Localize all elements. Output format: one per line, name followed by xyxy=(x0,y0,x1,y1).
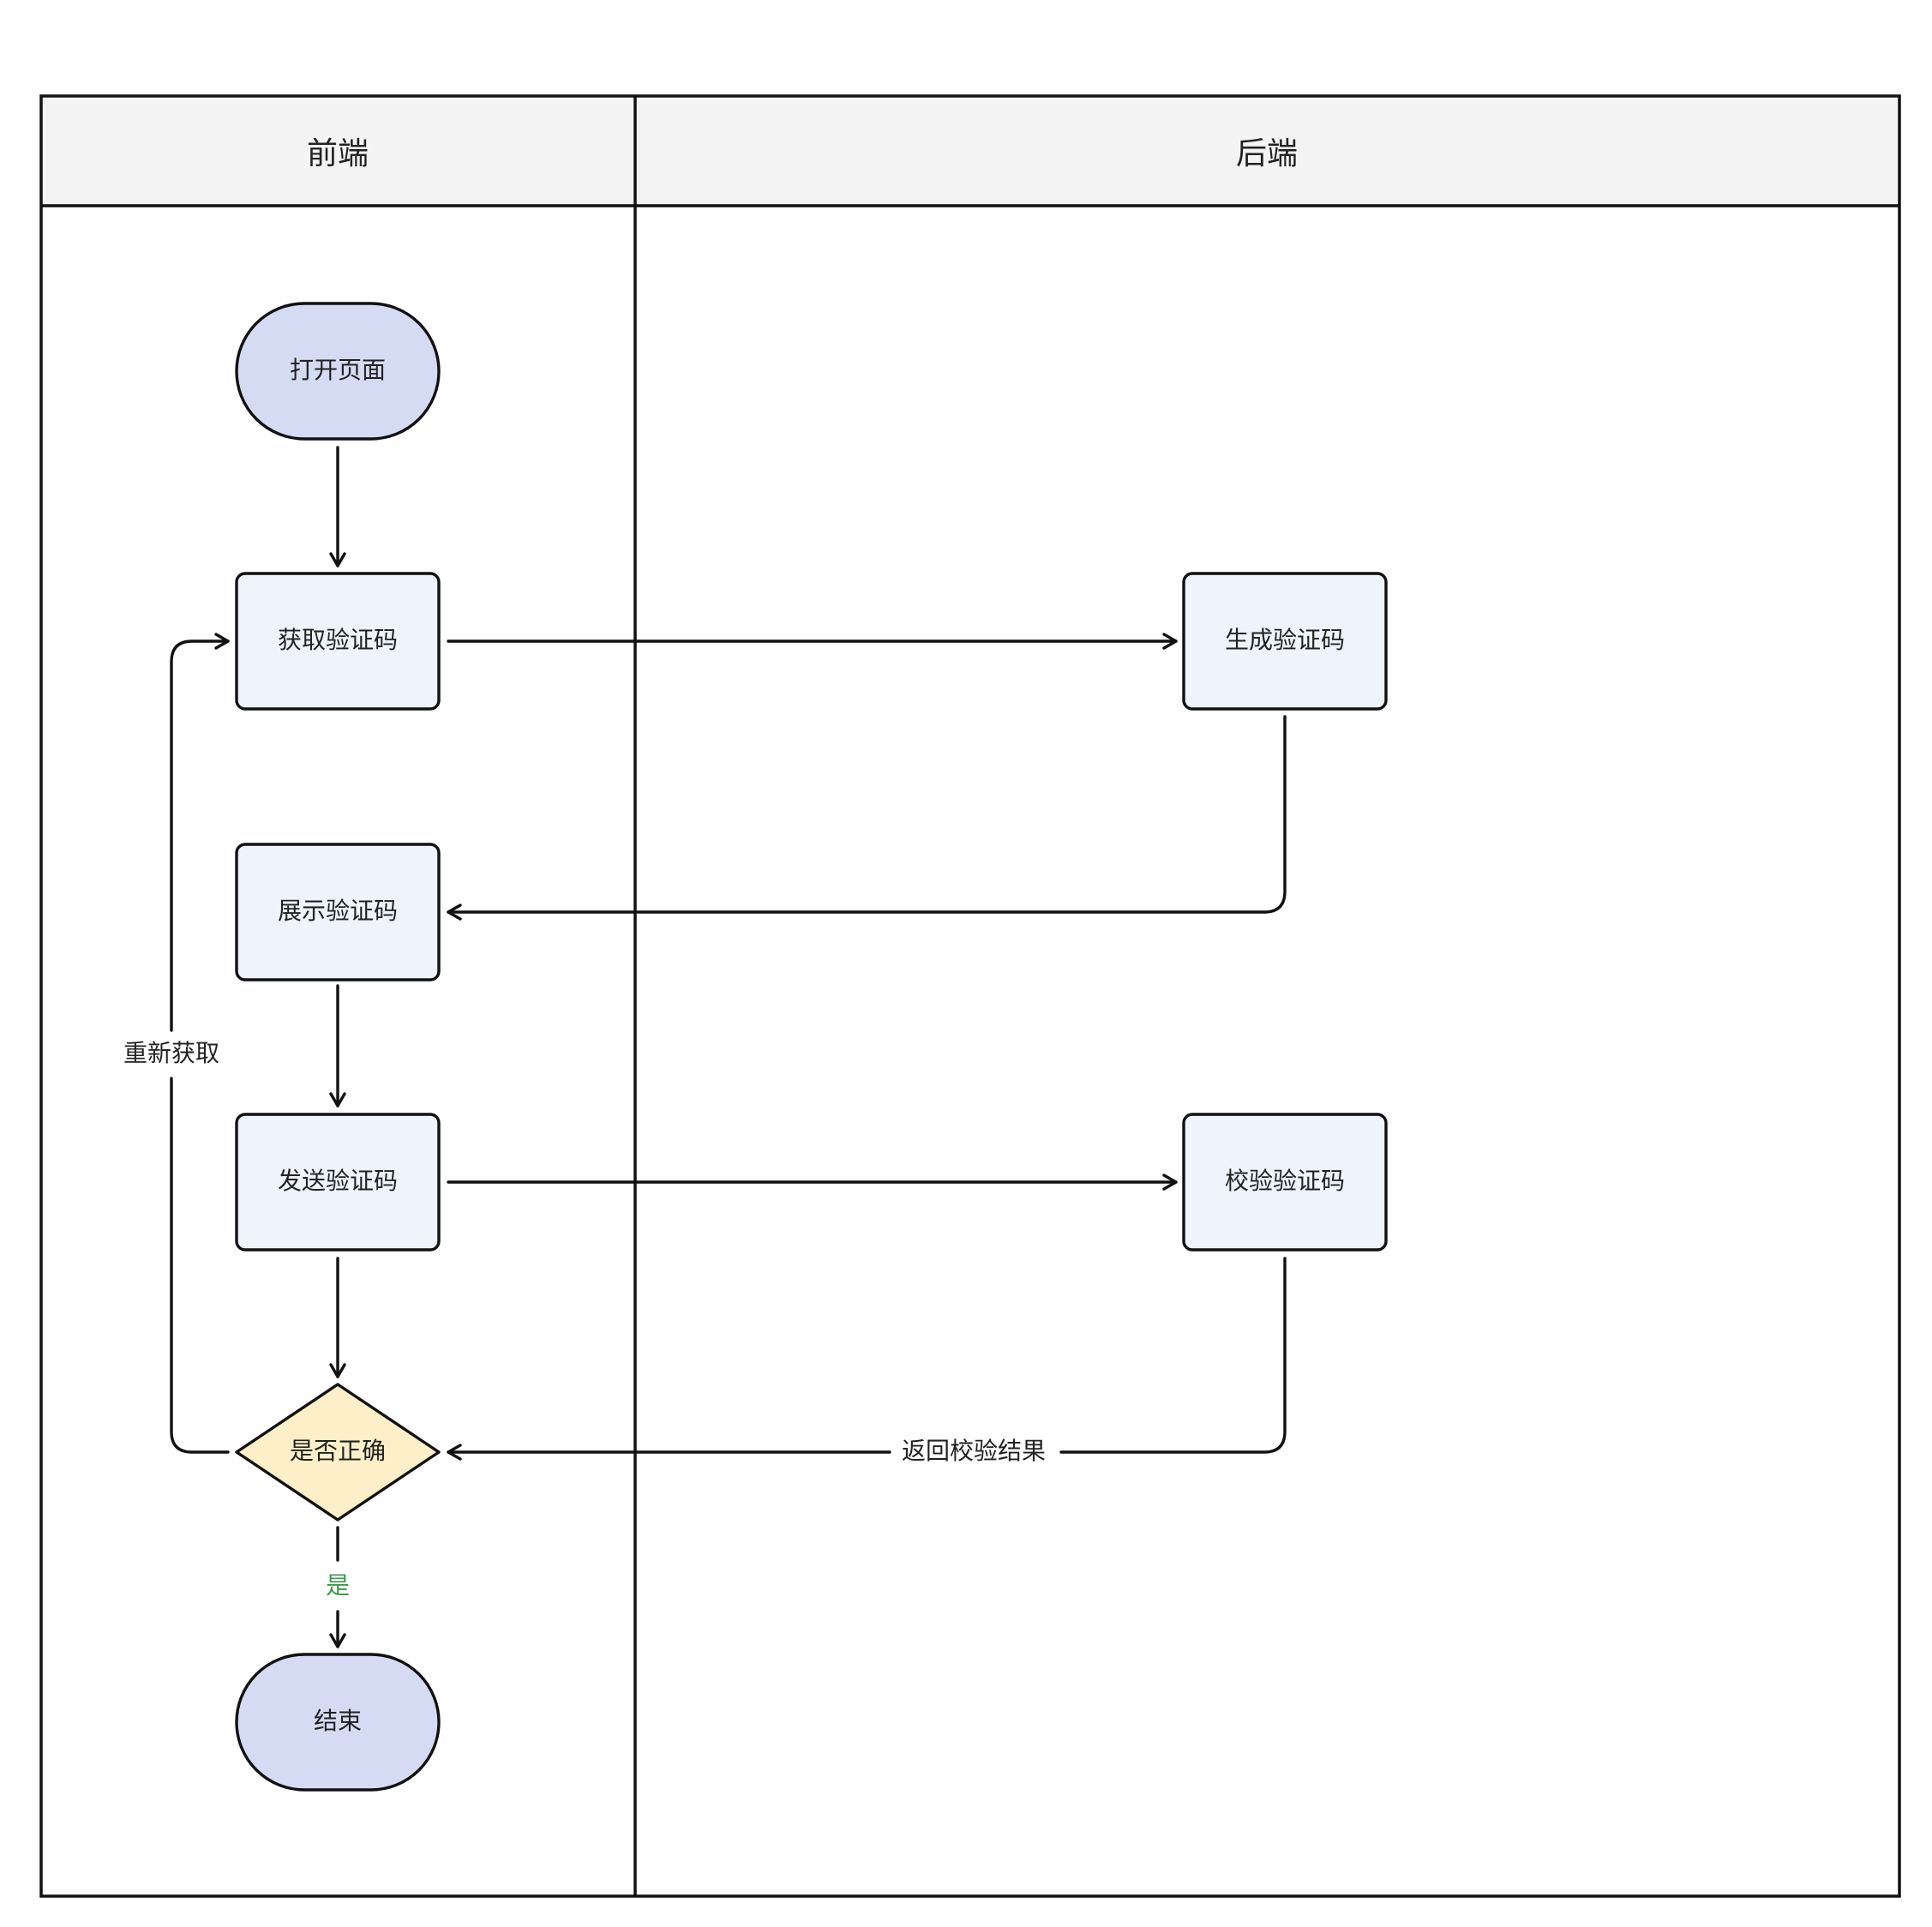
edge-verify-to-decision xyxy=(448,1257,1287,1452)
edge-generate-to-show xyxy=(447,715,1287,921)
node-label: 展示验证码 xyxy=(278,897,398,925)
node-verify-code: 校验验证码 xyxy=(1182,1113,1388,1252)
node-show-code: 展示验证码 xyxy=(235,843,441,982)
outer-border xyxy=(39,94,1901,1898)
lane-header-backend: 后端 xyxy=(1236,136,1298,171)
node-label: 发送验证码 xyxy=(278,1167,398,1195)
edge-label-yes: 是 xyxy=(326,1571,350,1600)
node-is-correct: 是否正确 xyxy=(235,1383,441,1522)
decision-shape xyxy=(235,1383,441,1522)
edge-label-retry: 重新获取 xyxy=(123,1039,219,1067)
terminal-shape xyxy=(235,302,441,441)
edge-decision-retry xyxy=(170,641,228,1454)
node-end: 结束 xyxy=(235,1653,441,1792)
header-band xyxy=(41,96,1899,206)
terminal-shape xyxy=(235,1653,441,1792)
node-label: 生成验证码 xyxy=(1225,626,1345,654)
node-label: 获取验证码 xyxy=(278,626,398,654)
process-shape xyxy=(1182,1113,1388,1252)
lane-header-frontend: 前端 xyxy=(307,136,369,171)
node-label: 校验验证码 xyxy=(1225,1167,1345,1195)
process-shape xyxy=(235,572,441,711)
node-label: 是否正确 xyxy=(290,1437,386,1465)
process-shape xyxy=(235,843,441,982)
node-generate-code: 生成验证码 xyxy=(1182,572,1388,711)
process-shape xyxy=(235,1113,441,1252)
node-label: 结束 xyxy=(314,1707,362,1735)
edge-label-return-result: 返回校验结果 xyxy=(902,1437,1046,1465)
edges xyxy=(170,446,1287,1648)
swimlane-container xyxy=(39,94,1901,1898)
node-label: 打开页面 xyxy=(290,356,386,384)
node-open-page: 打开页面 xyxy=(235,302,441,441)
node-send-code: 发送验证码 xyxy=(235,1113,441,1252)
process-shape xyxy=(1182,572,1388,711)
node-get-code: 获取验证码 xyxy=(235,572,441,711)
